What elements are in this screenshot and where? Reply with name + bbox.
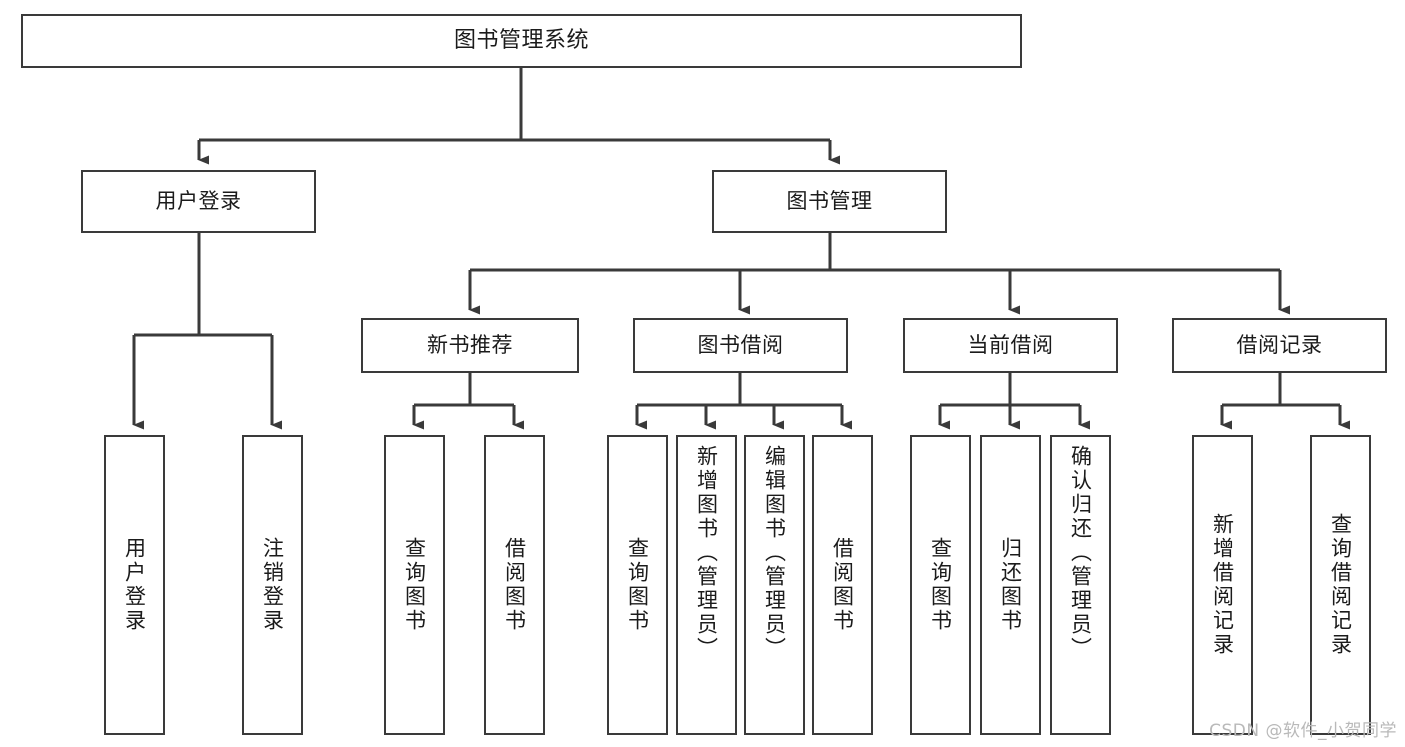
leaf-new-book-query-label: 查询图书 bbox=[402, 537, 427, 633]
node-book-borrow[interactable]: 图书借阅 bbox=[633, 318, 848, 373]
node-current-borrow-label: 当前借阅 bbox=[967, 333, 1054, 358]
leaf-borrow-add-book[interactable]: 新增图书（管理员） bbox=[676, 435, 737, 735]
node-borrow-record-label: 借阅记录 bbox=[1236, 333, 1323, 358]
node-new-book-recommend-label: 新书推荐 bbox=[427, 333, 513, 358]
node-book-manage-label: 图书管理 bbox=[786, 189, 873, 214]
leaf-record-add-label: 新增借阅记录 bbox=[1210, 513, 1235, 657]
leaf-record-query[interactable]: 查询借阅记录 bbox=[1310, 435, 1371, 735]
leaf-new-book-query[interactable]: 查询图书 bbox=[384, 435, 445, 735]
node-root[interactable]: 图书管理系统 bbox=[21, 14, 1022, 68]
leaf-current-return-book-label: 归还图书 bbox=[998, 537, 1023, 633]
node-book-borrow-label: 图书借阅 bbox=[697, 333, 784, 358]
leaf-borrow-query-book-label: 查询图书 bbox=[625, 537, 650, 633]
leaf-borrow-borrow-book-label: 借阅图书 bbox=[830, 537, 855, 633]
csdn-watermark: CSDN @软件_小贺同学 bbox=[1209, 721, 1397, 741]
leaf-current-confirm-return-label: 确认归还（管理员） bbox=[1068, 445, 1093, 661]
leaf-borrow-add-book-label: 新增图书（管理员） bbox=[694, 445, 719, 661]
node-root-label: 图书管理系统 bbox=[453, 28, 589, 54]
leaf-borrow-edit-book[interactable]: 编辑图书（管理员） bbox=[744, 435, 805, 735]
leaf-borrow-edit-book-label: 编辑图书（管理员） bbox=[762, 445, 787, 661]
node-new-book-recommend[interactable]: 新书推荐 bbox=[361, 318, 579, 373]
leaf-new-book-borrow-label: 借阅图书 bbox=[502, 537, 527, 633]
leaf-borrow-query-book[interactable]: 查询图书 bbox=[607, 435, 668, 735]
leaf-current-return-book[interactable]: 归还图书 bbox=[980, 435, 1041, 735]
leaf-borrow-borrow-book[interactable]: 借阅图书 bbox=[812, 435, 873, 735]
leaf-user-login-signin-label: 用户登录 bbox=[122, 537, 147, 633]
leaf-record-add[interactable]: 新增借阅记录 bbox=[1192, 435, 1253, 735]
leaf-user-login-signin[interactable]: 用户登录 bbox=[104, 435, 165, 735]
leaf-current-query-book-label: 查询图书 bbox=[928, 537, 953, 633]
leaf-current-confirm-return[interactable]: 确认归还（管理员） bbox=[1050, 435, 1111, 735]
node-book-manage[interactable]: 图书管理 bbox=[712, 170, 947, 233]
leaf-user-login-signout[interactable]: 注销登录 bbox=[242, 435, 303, 735]
node-current-borrow[interactable]: 当前借阅 bbox=[903, 318, 1118, 373]
node-user-login[interactable]: 用户登录 bbox=[81, 170, 316, 233]
node-user-login-label: 用户登录 bbox=[155, 189, 242, 214]
leaf-new-book-borrow[interactable]: 借阅图书 bbox=[484, 435, 545, 735]
leaf-record-query-label: 查询借阅记录 bbox=[1328, 513, 1353, 657]
node-borrow-record[interactable]: 借阅记录 bbox=[1172, 318, 1387, 373]
leaf-current-query-book[interactable]: 查询图书 bbox=[910, 435, 971, 735]
leaf-user-login-signout-label: 注销登录 bbox=[260, 537, 285, 633]
